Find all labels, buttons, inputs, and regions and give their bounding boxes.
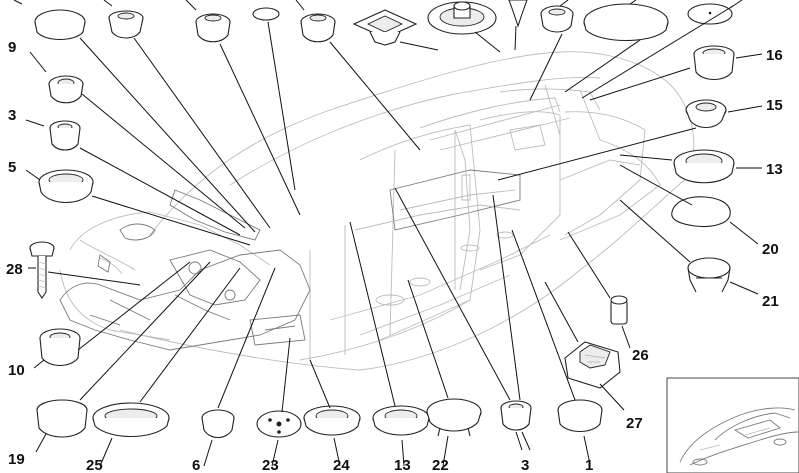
label-3-bottom: 3	[521, 457, 529, 473]
part-21	[687, 257, 731, 293]
part-27	[564, 341, 621, 389]
label-21: 21	[762, 293, 779, 310]
part-10	[39, 328, 81, 367]
label-26: 26	[632, 347, 649, 364]
car-body-shell	[59, 51, 695, 371]
part-top-plug-c	[252, 7, 280, 21]
label-13-bottom: 13	[394, 457, 411, 473]
part-16	[693, 45, 735, 81]
part-23	[256, 410, 302, 438]
part-28-screw	[29, 241, 55, 299]
part-top-pin	[508, 0, 528, 28]
label-20: 20	[762, 241, 779, 258]
label-9: 9	[8, 39, 16, 56]
part-19	[36, 399, 88, 438]
part-24	[303, 405, 361, 436]
label-23: 23	[262, 457, 279, 473]
label-15: 15	[766, 97, 783, 114]
part-top-oval-grommet	[427, 1, 497, 35]
part-top-square-pad	[352, 9, 418, 46]
label-25: 25	[86, 457, 103, 473]
part-top-grommet-a	[108, 10, 144, 39]
part-1	[557, 399, 603, 433]
part-20	[671, 196, 731, 228]
part-9	[48, 75, 84, 104]
part-15	[685, 99, 727, 129]
part-22	[426, 398, 482, 437]
part-25	[92, 402, 170, 438]
part-top-grommet-e	[540, 5, 574, 33]
part-3-bottom	[500, 400, 532, 431]
inset-car-thumbnail	[666, 377, 799, 473]
part-top-grommet-d	[300, 13, 336, 43]
front-subframe	[59, 189, 311, 351]
part-top-left-cap	[34, 9, 86, 41]
part-13-right	[673, 149, 735, 184]
label-10: 10	[8, 362, 25, 379]
part-top-right-plug	[687, 3, 733, 25]
part-13-bottom	[372, 405, 430, 436]
label-1: 1	[585, 457, 593, 473]
label-27: 27	[626, 415, 643, 432]
part-3-left	[49, 120, 81, 151]
label-24: 24	[333, 457, 350, 473]
label-28: 28	[6, 261, 23, 278]
label-5: 5	[8, 159, 16, 176]
part-5	[38, 169, 94, 203]
leader-lines	[13, 0, 763, 467]
label-19: 19	[8, 451, 25, 468]
part-top-grommet-b	[195, 13, 231, 43]
part-6	[201, 409, 235, 439]
label-13-right: 13	[766, 161, 783, 178]
label-16: 16	[766, 47, 783, 64]
callout-labels: 9 3 5 28 10 19 25 6 23 24 13 22 3 1 27 2…	[6, 39, 783, 473]
label-22: 22	[432, 457, 449, 473]
part-top-large-cap	[583, 3, 669, 42]
label-6: 6	[192, 457, 200, 473]
label-3-left: 3	[8, 107, 16, 124]
part-26	[610, 295, 628, 325]
